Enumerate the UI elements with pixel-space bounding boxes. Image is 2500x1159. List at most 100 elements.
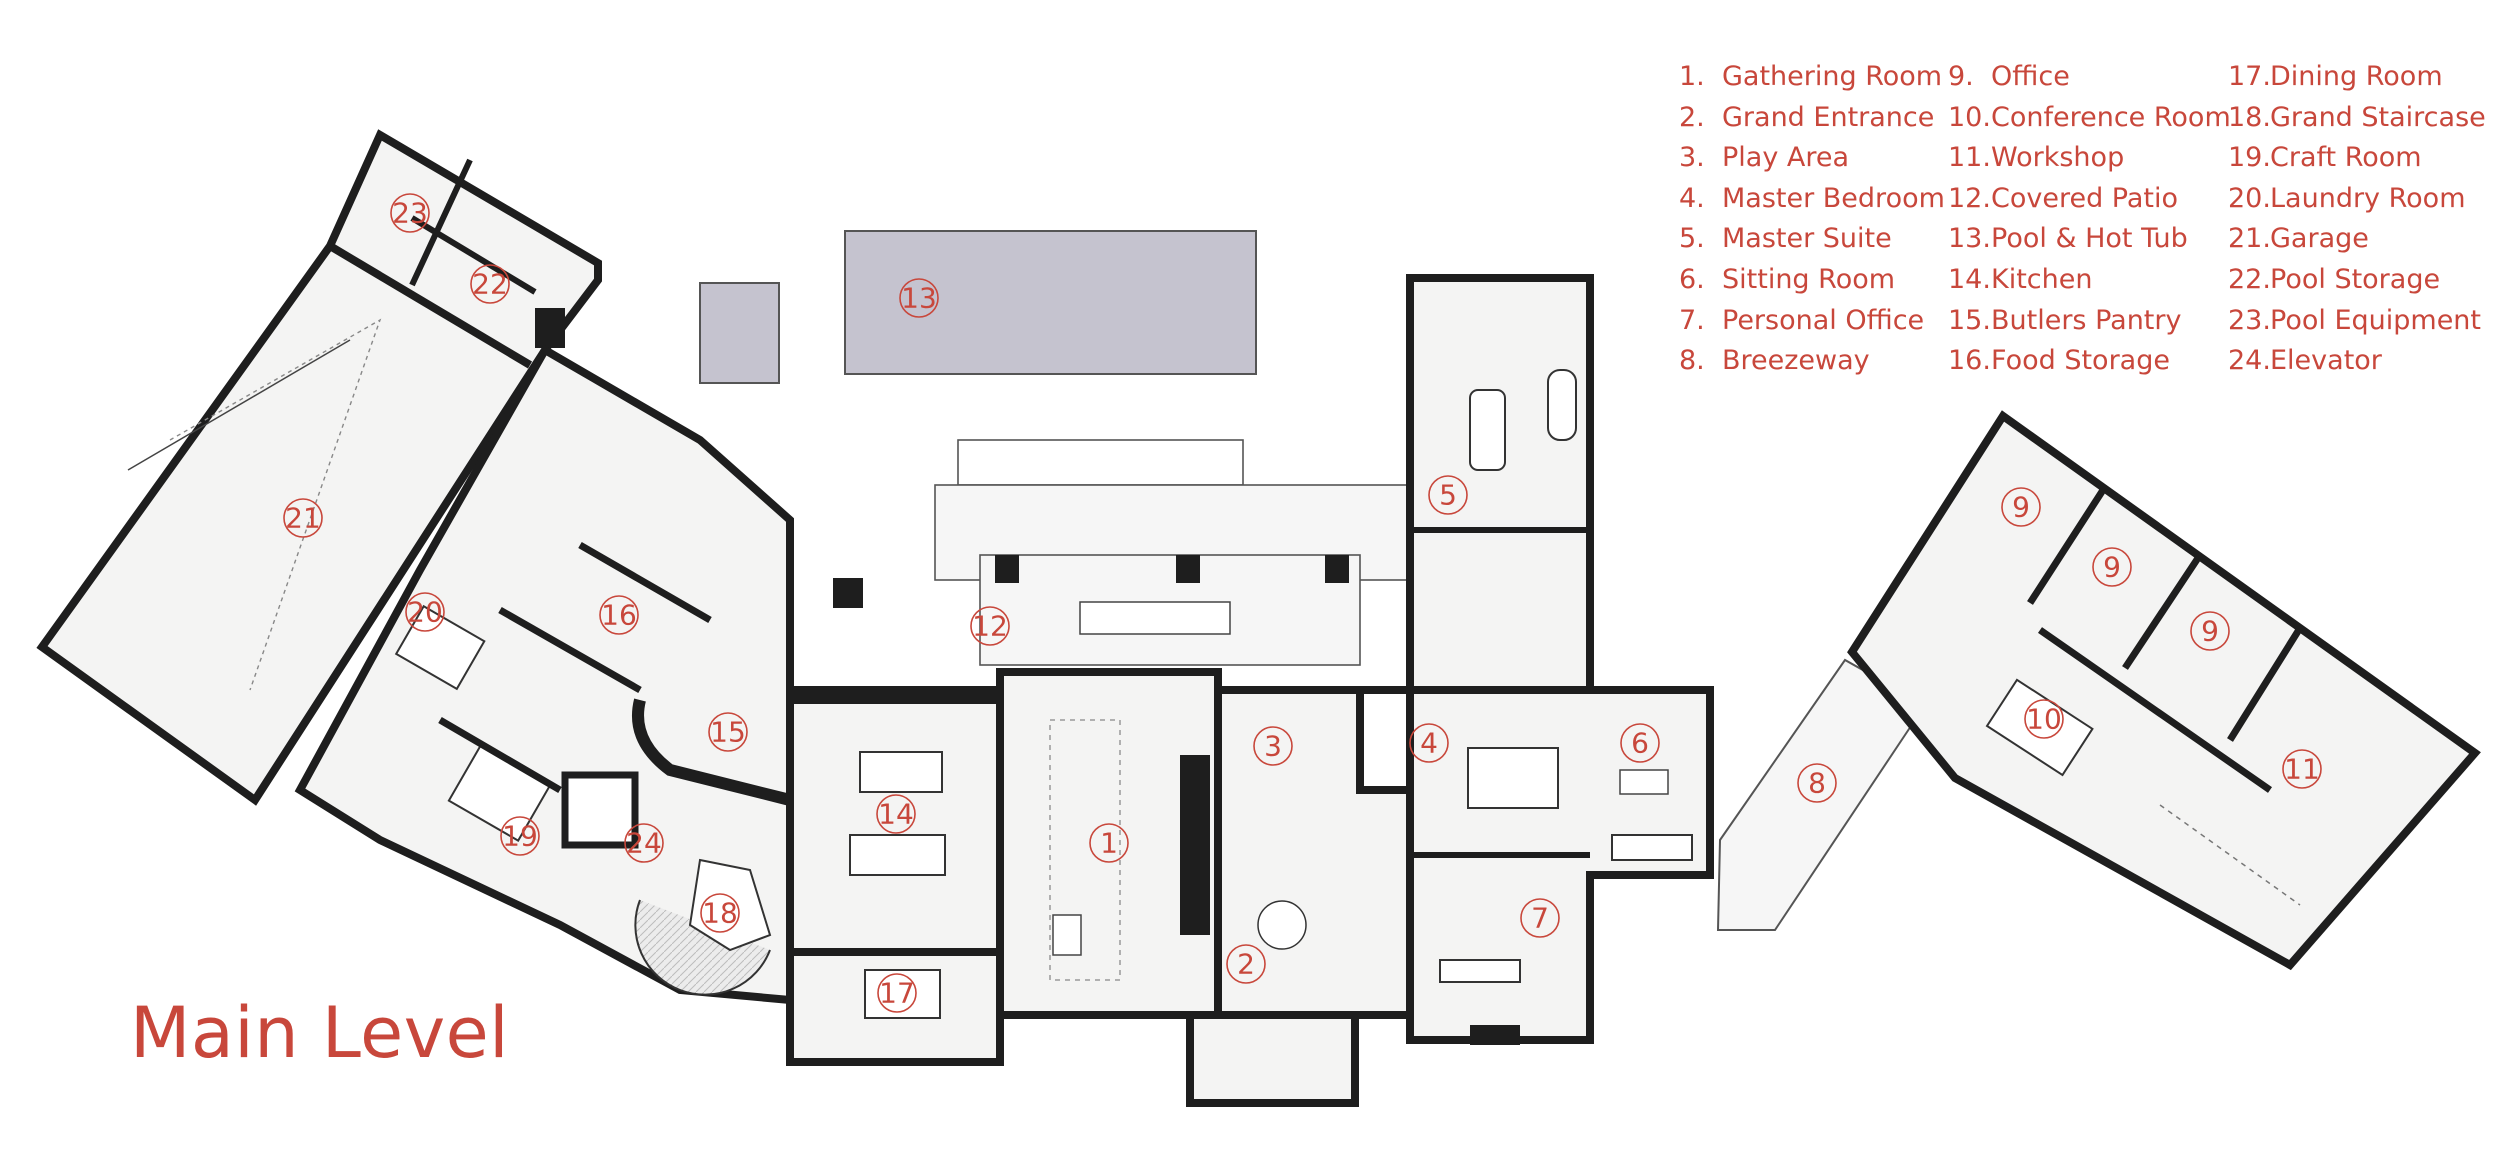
legend-number: 6. xyxy=(1679,263,1705,295)
room-marker: 3 xyxy=(1253,726,1293,766)
legend-number: 10. xyxy=(1948,101,1991,133)
room-number-label: 9 xyxy=(2012,491,2030,524)
room-marker-circle xyxy=(2092,547,2132,587)
legend-item: 19.Craft Room xyxy=(2228,138,2486,179)
room-number-label: 17 xyxy=(879,977,915,1010)
room-number-label: 4 xyxy=(1420,727,1438,760)
legend-room-name: Grand Entrance xyxy=(1722,101,1935,133)
legend-room-name: Workshop xyxy=(1991,142,2125,174)
legend-number: 18. xyxy=(2228,101,2271,133)
room-marker: 23 xyxy=(390,193,430,233)
legend-room-name: Pool & Hot Tub xyxy=(1991,223,2188,255)
legend-number: 14. xyxy=(1948,263,1991,295)
breezeway xyxy=(1716,658,1927,931)
room-number-label: 12 xyxy=(972,610,1008,643)
room-number-label: 7 xyxy=(1531,902,1549,935)
legend-number: 3. xyxy=(1679,142,1705,174)
legend-number: 5. xyxy=(1679,223,1705,255)
legend-room-name: Master Suite xyxy=(1722,223,1892,255)
room-marker: 16 xyxy=(599,595,639,635)
room-marker: 9 xyxy=(2190,611,2230,651)
legend-item: 5. Master Suite xyxy=(1679,219,1945,260)
legend-item: 11.Workshop xyxy=(1948,138,2231,179)
legend-room-name: Grand Staircase xyxy=(2270,101,2486,133)
room-marker: 7 xyxy=(1520,898,1560,938)
room-number-label: 5 xyxy=(1439,479,1457,512)
room-marker: 10 xyxy=(2024,699,2064,739)
room-marker-circle xyxy=(1409,723,1449,763)
legend-item: 4. Master Bedroom xyxy=(1679,179,1945,220)
legend-room-name: Personal Office xyxy=(1722,304,1925,336)
legend-item: 15.Butlers Pantry xyxy=(1948,301,2231,342)
room-number-label: 11 xyxy=(2284,753,2320,786)
room-marker-circle xyxy=(1520,898,1560,938)
room-number-label: 6 xyxy=(1631,727,1649,760)
room-marker: 5 xyxy=(1428,475,1468,515)
legend-number: 2. xyxy=(1679,101,1705,133)
room-marker: 15 xyxy=(708,712,748,752)
legend-number: 16. xyxy=(1948,345,1991,377)
legend-room-name: Gathering Room xyxy=(1722,61,1943,92)
legend-item: 9.Office xyxy=(1948,57,2231,98)
room-marker: 19 xyxy=(500,816,540,856)
room-marker: 13 xyxy=(899,278,939,318)
room-marker: 20 xyxy=(405,592,445,632)
room-marker-circle xyxy=(2190,611,2230,651)
legend-item: 7.Personal Office xyxy=(1679,301,1945,342)
room-number-label: 24 xyxy=(626,827,662,860)
legend-room-name: Sitting Room xyxy=(1722,263,1896,295)
legend-number: 4. xyxy=(1679,182,1705,214)
legend-number: 17. xyxy=(2228,61,2271,92)
room-marker-circle xyxy=(283,498,323,538)
room-marker-circle xyxy=(1428,475,1468,515)
legend-number: 8. xyxy=(1679,345,1705,377)
room-number-label: 9 xyxy=(2201,615,2219,648)
legend-item: 6. Sitting Room xyxy=(1679,260,1945,301)
legend-item: 14.Kitchen xyxy=(1948,260,2231,301)
room-marker-circle xyxy=(1089,823,1129,863)
entrance-block xyxy=(1180,686,1414,1107)
room-number-label: 14 xyxy=(878,798,914,831)
legend-item: 12.Covered Patio xyxy=(1948,179,2231,220)
legend-room-name: Covered Patio xyxy=(1991,182,2179,214)
legend-room-name: Garage xyxy=(2270,223,2369,255)
legend-room-name: Craft Room xyxy=(2270,142,2422,174)
room-number-label: 16 xyxy=(601,599,637,632)
legend-item: 23.Pool Equipment xyxy=(2228,301,2486,342)
room-marker: 1 xyxy=(1089,823,1129,863)
room-marker: 12 xyxy=(970,606,1010,646)
legend-number: 23. xyxy=(2228,304,2271,336)
legend-room-name: Pool Equipment xyxy=(2270,304,2482,336)
hot-tub xyxy=(699,282,780,384)
room-marker: 8 xyxy=(1797,763,1837,803)
room-marker: 22 xyxy=(470,264,510,304)
room-marker-circle xyxy=(1620,723,1660,763)
legend-item: 2. Grand Entrance xyxy=(1679,98,1945,139)
room-number-label: 9 xyxy=(2103,551,2121,584)
room-marker-circle xyxy=(1226,944,1266,984)
room-number-label: 13 xyxy=(901,282,937,315)
legend-number: 20. xyxy=(2228,182,2271,214)
room-marker-circle xyxy=(500,816,540,856)
room-number-label: 15 xyxy=(710,716,746,749)
legend-item: 22.Pool Storage xyxy=(2228,260,2486,301)
legend-room-name: Conference Room xyxy=(1991,101,2231,133)
level-title: Main Level xyxy=(130,992,510,1074)
legend-room-name: Pool Storage xyxy=(2270,263,2441,295)
legend-item: 13.Pool & Hot Tub xyxy=(1948,219,2231,260)
legend-number: 19. xyxy=(2228,142,2271,174)
garage-wing xyxy=(36,129,602,806)
room-marker: 18 xyxy=(700,893,740,933)
room-marker-circle xyxy=(2024,699,2064,739)
room-marker-circle xyxy=(405,592,445,632)
legend-item: 16.Food Storage xyxy=(1948,341,2231,382)
room-marker: 4 xyxy=(1409,723,1449,763)
room-marker-circle xyxy=(2001,487,2041,527)
room-marker: 17 xyxy=(877,973,917,1013)
legend-number: 9. xyxy=(1948,61,1974,92)
legend-item: 18.Grand Staircase xyxy=(2228,98,2486,139)
room-marker-circle xyxy=(2282,749,2322,789)
legend-room-name: Master Bedroom xyxy=(1722,182,1945,214)
legend-room-name: Breezeway xyxy=(1722,345,1870,377)
